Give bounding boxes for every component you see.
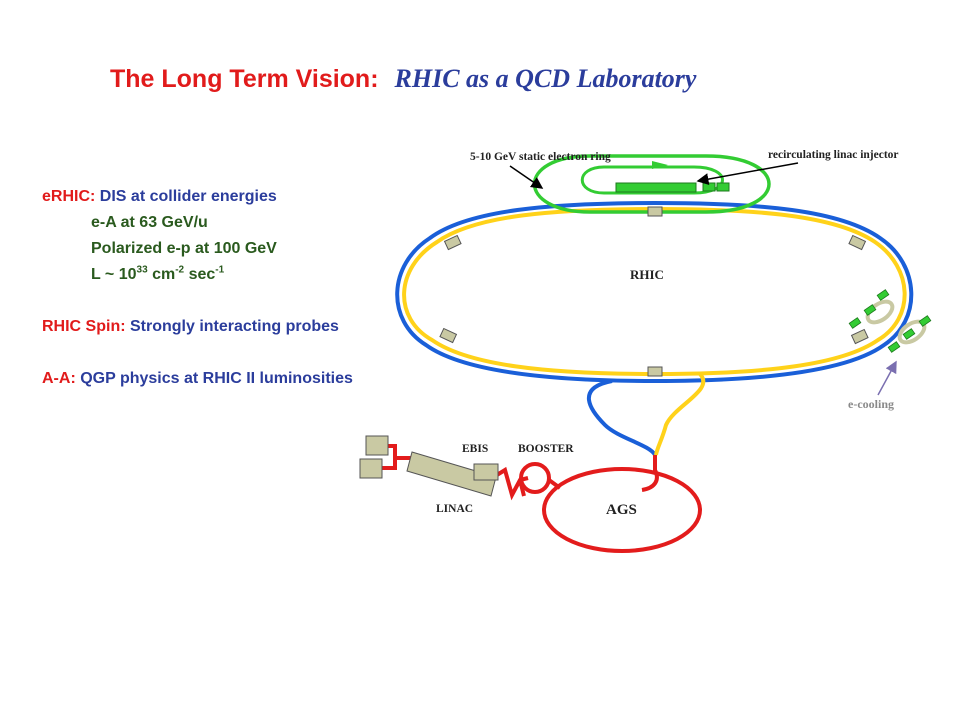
rhic-ir-top — [647, 206, 663, 217]
bullet-spin-label: RHIC Spin: — [42, 318, 126, 335]
lum-base: L ~ 10 — [91, 266, 137, 283]
transfer-line-yellow — [654, 372, 706, 456]
ags-ring — [542, 467, 702, 553]
ecooling-magnet-6 — [887, 341, 901, 353]
ecooling-magnet-5 — [902, 328, 916, 340]
electron-ring-inner — [580, 165, 724, 195]
label-ecooling: e-cooling — [848, 397, 894, 411]
slide-title: The Long Term Vision: RHIC as a QCD Labor… — [110, 64, 696, 94]
bullet-erhic-sub1: e-A at 63 GeV/u — [91, 214, 208, 231]
bullet-list: eRHIC: DIS at collider energies e-A at 6… — [42, 184, 353, 392]
bullet-erhic-text: DIS at collider energies — [99, 188, 277, 205]
electron-ring-outer — [532, 154, 771, 214]
lum-exp2: -2 — [175, 264, 185, 276]
ecooling-magnet-2 — [863, 304, 877, 316]
bullet-spin: RHIC Spin: Strongly interacting probes — [42, 314, 353, 340]
bullet-aa-text: QGP physics at RHIC II luminosities — [80, 370, 353, 387]
rhic-yellow-ring — [402, 206, 907, 377]
electron-ring-arrow — [509, 165, 544, 189]
lum-exp3: -1 — [215, 264, 225, 276]
ecooling-loop-1 — [865, 299, 895, 325]
linac-end-block-1 — [702, 182, 716, 192]
label-ags: AGS — [606, 502, 637, 518]
lum-unit2: sec — [184, 266, 216, 283]
transfer-line-red — [641, 455, 659, 492]
title-main: The Long Term Vision: — [110, 65, 379, 93]
electron-ring-direction — [652, 161, 668, 169]
linac-source-2 — [359, 458, 383, 479]
rhic-ir-bottom — [647, 366, 663, 377]
label-rhic: RHIC — [630, 267, 664, 282]
label-booster: BOOSTER — [518, 443, 574, 455]
linac-tube — [406, 451, 497, 497]
rhic-ir-upper-left — [443, 234, 462, 251]
bullet-erhic-label: eRHIC: — [42, 188, 96, 205]
linac-end-block-2 — [716, 182, 730, 192]
recirculating-linac — [615, 182, 697, 193]
ecooling-arrow — [877, 360, 897, 396]
ecooling-magnet-4 — [918, 315, 932, 327]
bullet-spin-text: Strongly interacting probes — [130, 318, 339, 335]
linac-injector-arrow — [696, 162, 799, 186]
injector-line-red — [372, 444, 529, 501]
ebis-block — [473, 463, 499, 481]
transfer-line-blue — [587, 379, 657, 457]
rhic-ir-lower-right — [850, 328, 869, 345]
title-subtitle: RHIC as a QCD Laboratory — [394, 64, 697, 93]
bullet-erhic-luminosity: L ~ 1033 cm-2 sec-1 — [42, 262, 353, 288]
bullet-aa-label: A-A: — [42, 370, 76, 387]
label-electron-ring: 5-10 GeV static electron ring — [470, 151, 611, 163]
booster-ags-link — [547, 478, 562, 490]
label-linac: LINAC — [436, 503, 473, 515]
label-ebis: EBIS — [462, 443, 488, 455]
lum-unit1: cm — [147, 266, 176, 283]
lum-exp1: 33 — [136, 264, 148, 276]
ecooling-magnet-3 — [848, 317, 862, 329]
bullet-aa: A-A: QGP physics at RHIC II luminosities — [42, 366, 353, 392]
rhic-blue-ring — [395, 200, 914, 384]
rhic-ir-lower-left — [439, 327, 458, 344]
linac-source-1 — [365, 435, 389, 456]
rhic-ir-upper-right — [848, 234, 867, 251]
label-linac-injector: recirculating linac injector — [768, 149, 899, 161]
bullet-erhic-sub2: Polarized e-p at 100 GeV — [91, 240, 277, 257]
bullet-erhic: eRHIC: DIS at collider energies — [42, 184, 353, 210]
ecooling-magnet-1 — [876, 289, 890, 301]
